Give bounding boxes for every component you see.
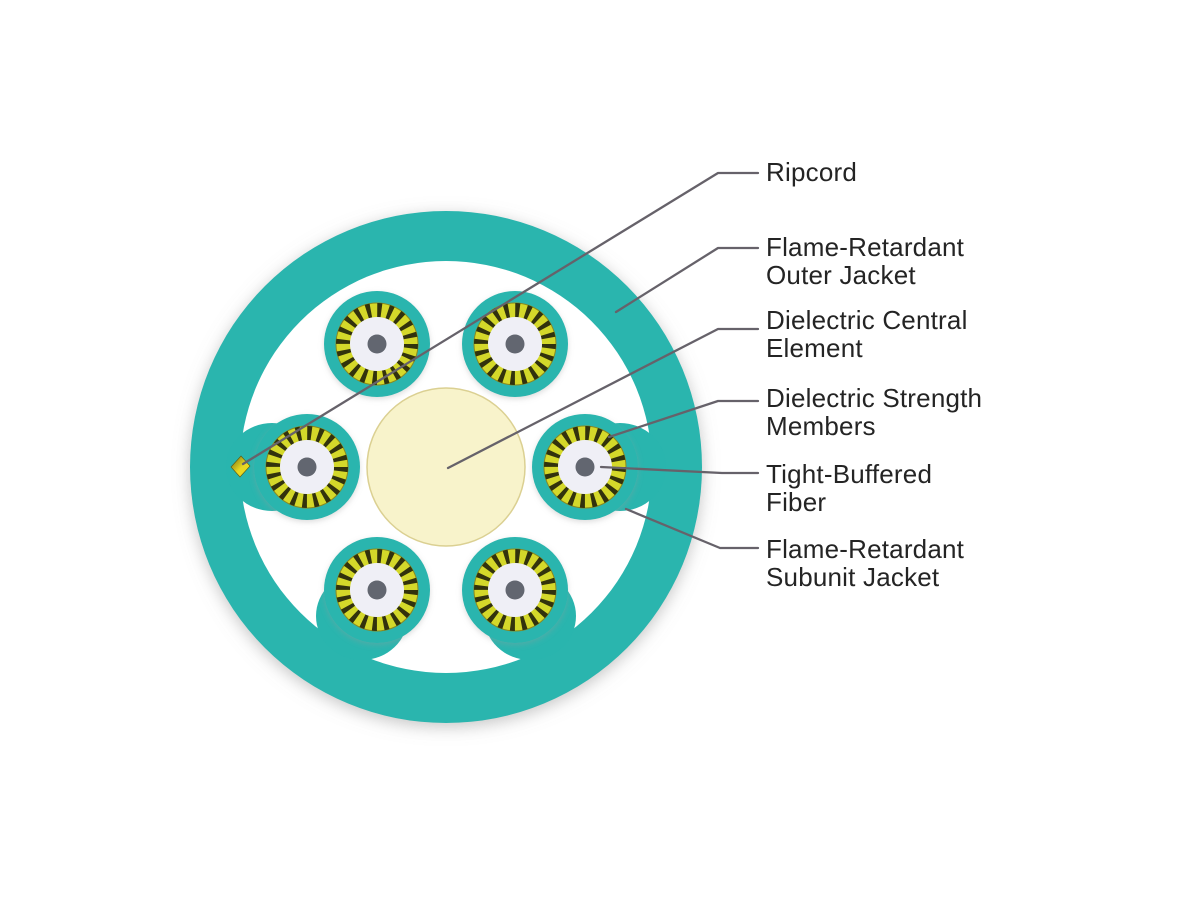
fiber-subunit-upper-right	[462, 291, 568, 397]
leader-line-ripcord	[241, 171, 760, 466]
label-central-element: Dielectric Central Element	[766, 305, 968, 363]
ripcord-marker	[230, 455, 251, 478]
label-subunit-jacket: Flame-Retardant Subunit Jacket	[766, 534, 965, 592]
leader-line-subunit-jacket	[624, 507, 760, 550]
label-ripcord: Ripcord	[766, 157, 857, 187]
leader-line-outer-jacket	[614, 246, 760, 314]
label-strength-members: Dielectric Strength Members	[766, 383, 983, 441]
leader-line-central-element	[446, 327, 760, 470]
dielectric-central-element	[366, 387, 526, 547]
leader-line-tight-buffered	[599, 465, 760, 475]
fiber-subunit-lower-right	[462, 537, 568, 643]
leader-lines	[241, 171, 760, 550]
leader-line-strength-members	[607, 399, 760, 439]
label-tight-buffered: Tight-Buffered Fiber	[766, 459, 933, 517]
fiber-subunit-lower-left	[324, 537, 430, 643]
fiber-subunit-left	[254, 414, 360, 520]
label-outer-jacket: Flame-Retardant Outer Jacket	[766, 232, 965, 290]
